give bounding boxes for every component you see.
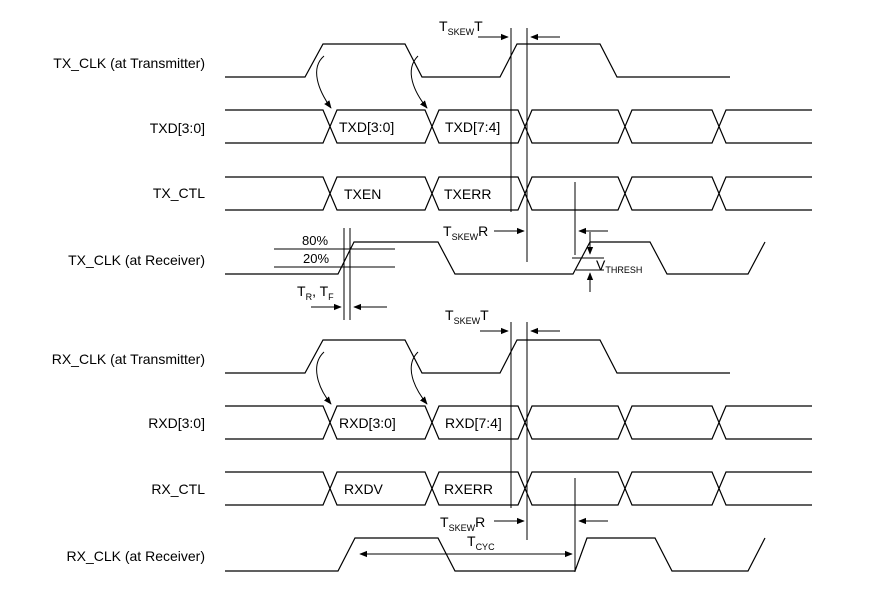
vthresh-label: VTHRESH [596, 257, 642, 275]
txd-high-nibble: TXD[7:4] [445, 119, 500, 135]
tcyc-label: TCYC [467, 533, 495, 552]
label-tx-clk-receiver: TX_CLK (at Receiver) [68, 252, 205, 268]
txd-launch-arrow-2 [410, 55, 428, 109]
rx-ctl-rxerr: RXERR [444, 481, 493, 497]
waveform-rx-clk-transmitter [225, 339, 730, 374]
waveform-txd [225, 109, 812, 144]
rxd-launch-arrow-2 [410, 351, 428, 405]
label-rx-ctl: RX_CTL [151, 481, 205, 497]
label-rx-clk-receiver: RX_CLK (at Receiver) [67, 548, 206, 564]
tskew-t-mid-label: TSKEWT [445, 307, 489, 326]
rxd-low-nibble: RXD[3:0] [339, 415, 396, 431]
tr-tf-label: TR, TF [297, 283, 334, 302]
rxd-high-nibble: RXD[7:4] [445, 415, 502, 431]
rx-ctl-rxdv: RXDV [344, 481, 384, 497]
label-tx-ctl: TX_CTL [153, 185, 205, 201]
label-txd: TXD[3:0] [150, 120, 205, 136]
tskew-r-tx-label: TSKEWR [443, 223, 488, 242]
waveform-tx-ctl [225, 176, 812, 211]
pct-20-label: 20% [303, 251, 329, 266]
waveform-rx-ctl [225, 471, 812, 506]
waveform-tx-clk-receiver [225, 241, 766, 275]
tx-ctl-txerr: TXERR [444, 186, 491, 202]
tskew-t-top-label: TSKEWT [439, 18, 483, 37]
label-tx-clk-transmitter: TX_CLK (at Transmitter) [53, 55, 205, 71]
tskew-r-rx-label: TSKEWR [440, 514, 485, 533]
txd-low-nibble: TXD[3:0] [339, 119, 394, 135]
waveform-rx-clk-receiver [225, 537, 766, 572]
pct-80-label: 80% [302, 233, 328, 248]
waveform-rxd [225, 405, 812, 440]
waveform-tx-clk-transmitter [225, 43, 730, 78]
tx-ctl-txen: TXEN [344, 186, 381, 202]
label-rx-clk-transmitter: RX_CLK (at Transmitter) [52, 351, 205, 367]
txd-launch-arrow-1 [316, 55, 332, 109]
label-rxd: RXD[3:0] [148, 415, 205, 431]
rxd-launch-arrow-1 [316, 351, 332, 405]
